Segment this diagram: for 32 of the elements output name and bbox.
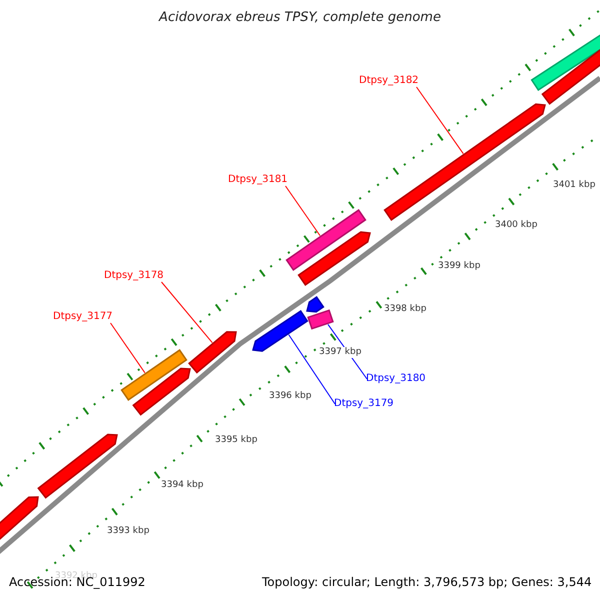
gene-block bbox=[307, 309, 334, 330]
gene-block bbox=[188, 331, 237, 374]
scale-label: 3393 kbp bbox=[106, 526, 150, 537]
leader-line bbox=[161, 282, 213, 344]
gene-label: Dtpsy_3177 bbox=[53, 312, 113, 322]
gene-block bbox=[37, 434, 118, 499]
scale-label: 3398 kbp bbox=[383, 304, 428, 315]
gene-block bbox=[306, 296, 324, 313]
gene-label: Dtpsy_3178 bbox=[104, 271, 164, 281]
gene-label: Dtpsy_3182 bbox=[359, 76, 419, 86]
leader-line bbox=[416, 86, 464, 154]
scale-label: 3397 kbp bbox=[318, 347, 362, 358]
gene-label: Dtpsy_3181 bbox=[228, 175, 288, 185]
scale-label: 3400 kbp bbox=[494, 220, 538, 231]
genome-summary-text: Topology: circular; Length: 3,796,573 bp; Genes: 3,544 bbox=[262, 576, 592, 588]
scale-label: 3394 kbp bbox=[160, 480, 204, 491]
gene-block bbox=[132, 368, 191, 416]
gene-block bbox=[298, 231, 371, 286]
gene-block bbox=[120, 349, 188, 401]
gene-block bbox=[286, 209, 366, 271]
scale-label: 3396 kbp bbox=[268, 391, 312, 402]
scale-label: 3401 kbp bbox=[552, 180, 596, 191]
leader-line bbox=[285, 186, 320, 236]
scale-label: 3395 kbp bbox=[214, 435, 258, 446]
gene-block bbox=[252, 310, 308, 352]
gene-label: Dtpsy_3179 bbox=[334, 399, 394, 409]
gene-block bbox=[384, 103, 546, 221]
leader-line bbox=[288, 334, 336, 404]
scale-label: 3399 kbp bbox=[437, 261, 482, 272]
title: Acidovorax ebreus TPSY, complete genome bbox=[158, 11, 442, 24]
leader-line bbox=[110, 322, 146, 374]
gene-label: Dtpsy_3180 bbox=[366, 374, 426, 384]
